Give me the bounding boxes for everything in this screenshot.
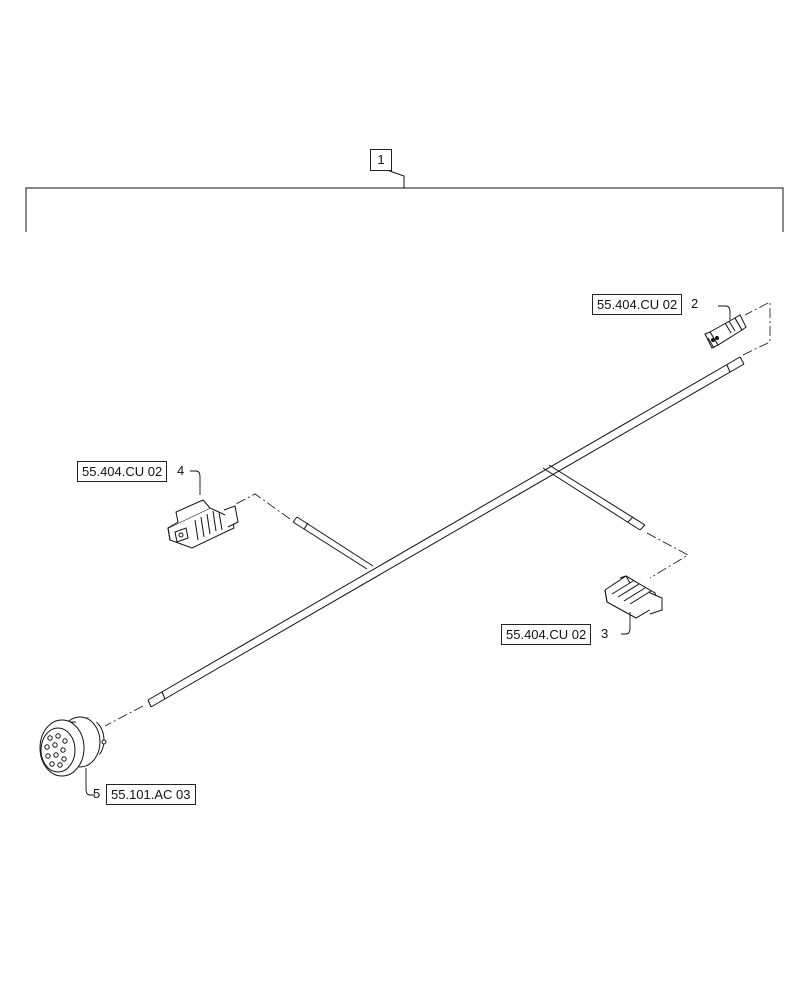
connector-2 [704,314,747,349]
callout-number-5: 5 [93,786,101,801]
reference-box-item-4[interactable]: 55.404.CU 02 [77,461,168,482]
connector-4 [167,499,239,549]
reference-box-item-2[interactable]: 55.404.CU 02 [592,294,683,315]
callout-number-4: 4 [177,463,185,478]
leader-lines [104,301,771,727]
callout-number-3: 3 [601,626,609,641]
assembly-bracket [25,167,784,232]
connector-3 [604,575,663,619]
reference-box-item-5[interactable]: 55.101.AC 03 [106,784,196,805]
harness-branch-left [292,516,374,570]
harness-branch-right [542,464,646,531]
callout-number-2: 2 [691,296,699,311]
harness-trunk [147,356,745,708]
item-1-box: 1 [370,149,392,171]
connector-5 [39,716,107,777]
reference-box-item-3[interactable]: 55.404.CU 02 [501,624,592,645]
callout-leaders [85,305,731,796]
